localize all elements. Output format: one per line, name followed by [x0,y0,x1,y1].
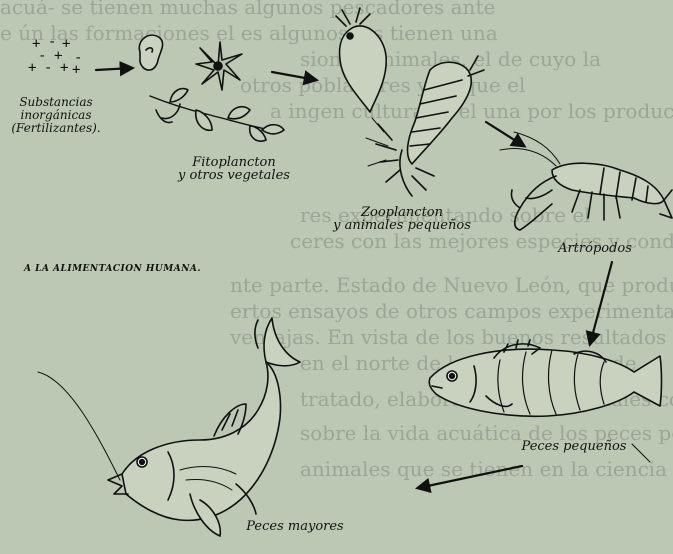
small-fish-illustration [429,340,661,416]
arthropod-illustration [500,132,672,230]
arrow-to-large-fish [418,466,522,488]
phytoplankton-illustration [139,35,284,141]
inorganic-signs: + - + - + + - + - + [28,34,82,78]
arrow-to-zooplankton [272,72,316,80]
label-human-food: A LA ALIMENTACION HUMANA. [24,264,201,274]
sign: + [72,62,80,78]
label-large-fish: Peces mayores [230,520,360,533]
label-inorganic-substances: Substancias inorgánicas (Fertilizantes). [8,96,104,135]
label-small-fish: Peces pequeños [510,440,638,453]
label-phytoplankton: Fitoplancton y otros vegetales [170,156,298,182]
arrow-to-phytoplankton [96,68,132,70]
arrow-to-small-fish [590,262,612,344]
sign: - [44,60,52,76]
sign: + [60,60,68,76]
label-zooplankton: Zooplancton y animales pequeños [322,206,482,232]
arrow-to-arthropods [486,122,524,146]
label-arthropods: Artrópodos [540,242,650,255]
zooplankton-illustration [336,8,484,196]
sign: + [28,60,36,76]
large-fish-illustration [38,318,300,536]
sign: + [62,36,70,52]
